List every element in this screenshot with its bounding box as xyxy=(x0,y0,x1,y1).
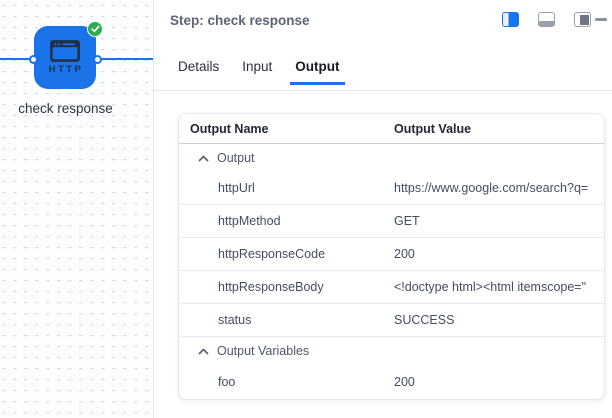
output-name: httpResponseCode xyxy=(218,247,326,261)
workflow-canvas[interactable]: HTTP check response xyxy=(0,0,153,418)
tab-output[interactable]: Output xyxy=(290,59,345,85)
table-row: foo 200 xyxy=(179,365,604,398)
panel-title: Step: check response xyxy=(170,13,310,28)
tab-bar: Details Input Output xyxy=(178,59,345,85)
chevron-up-icon[interactable] xyxy=(198,155,209,162)
tab-input[interactable]: Input xyxy=(242,59,273,74)
input-port[interactable] xyxy=(28,54,38,64)
node-type-label: HTTP xyxy=(48,64,84,75)
check-icon xyxy=(90,25,100,33)
output-value: 200 xyxy=(394,247,415,261)
minimize-icon[interactable] xyxy=(595,18,607,21)
output-name: status xyxy=(218,313,252,327)
column-header-output-name: Output Name xyxy=(190,121,269,136)
group-label: Output Variables xyxy=(217,344,310,358)
table-row: httpResponseBody <!doctype html><html it… xyxy=(179,271,604,304)
table-row: httpMethod GET xyxy=(179,205,604,238)
table-row: httpResponseCode 200 xyxy=(179,238,604,271)
step-details-panel: Step: check response Details Input Outpu… xyxy=(154,0,612,418)
panel-divider xyxy=(153,0,154,418)
tabs-divider xyxy=(154,90,612,91)
output-value: https://www.google.com/search?q= xyxy=(394,181,589,195)
browser-window-icon xyxy=(50,40,80,62)
output-name: httpMethod xyxy=(218,214,281,228)
output-value: SUCCESS xyxy=(394,313,455,327)
group-row-output[interactable]: Output xyxy=(179,144,604,172)
dock-bottom-icon[interactable] xyxy=(538,12,555,27)
output-value: GET xyxy=(394,214,420,228)
dock-right-icon[interactable] xyxy=(574,12,591,27)
group-label: Output xyxy=(217,151,255,165)
output-name: httpUrl xyxy=(218,181,255,195)
node-name-label: check response xyxy=(18,101,113,116)
table-row: status SUCCESS xyxy=(179,304,604,337)
table-header-row: Output Name Output Value xyxy=(179,114,604,144)
output-name: httpResponseBody xyxy=(218,280,324,294)
group-row-output-variables[interactable]: Output Variables xyxy=(179,337,604,365)
output-name: foo xyxy=(218,374,236,389)
http-task-node[interactable]: HTTP xyxy=(34,26,96,89)
output-table-card: Output Name Output Value Output httpUrl … xyxy=(178,113,605,400)
panel-controls xyxy=(502,12,607,27)
column-header-output-value: Output Value xyxy=(394,121,472,136)
chevron-up-icon[interactable] xyxy=(198,348,209,355)
success-check-badge xyxy=(87,21,103,37)
dock-left-icon[interactable] xyxy=(502,12,519,27)
output-value: 200 xyxy=(394,374,415,389)
output-port[interactable] xyxy=(92,54,102,64)
table-row: httpUrl https://www.google.com/search?q= xyxy=(179,172,604,205)
tab-details[interactable]: Details xyxy=(178,59,220,74)
output-value: <!doctype html><html itemscope=" xyxy=(394,280,587,294)
